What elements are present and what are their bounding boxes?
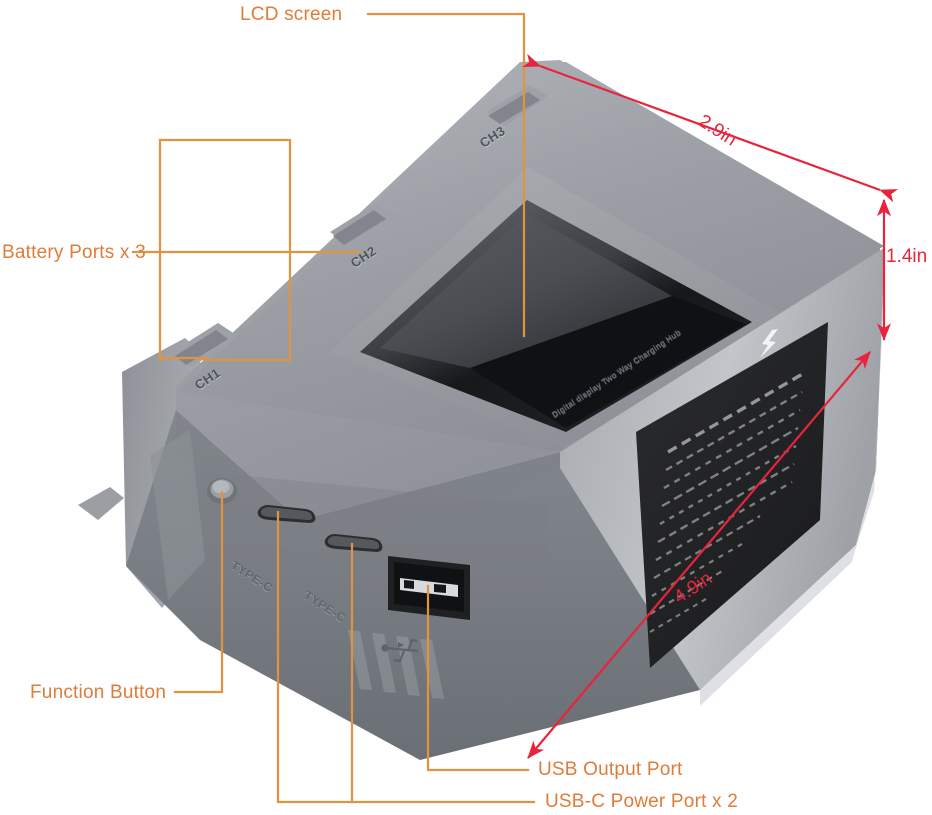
callout-leaders — [131, 12, 536, 804]
ch1-port-slot — [175, 330, 228, 365]
leader-battery-bracket — [158, 138, 292, 362]
lightning-bolt-logo — [760, 329, 778, 358]
screen-reflection — [380, 214, 672, 368]
ch2-port-slot — [333, 210, 386, 245]
dim-arrow-width — [522, 53, 899, 203]
usb-c-port-1[interactable] — [257, 505, 316, 523]
callout-label-lcd-screen: LCD screen — [240, 4, 343, 25]
leader-usb-c-1 — [276, 510, 536, 804]
dim-arrow-length — [527, 350, 871, 759]
front-vents — [348, 630, 444, 699]
callout-label-usb-c-power-port: USB-C Power Port x 2 — [545, 791, 738, 812]
leader-function-button — [173, 490, 224, 694]
usb-trident-icon — [381, 638, 419, 663]
function-button-top — [212, 480, 230, 494]
front-left-bevel — [150, 430, 205, 600]
callout-label-usb-output-port: USB Output Port — [538, 759, 683, 780]
leader-usb-output — [426, 584, 530, 772]
dim-label-height: 1.4in — [886, 246, 928, 267]
usb-c-port-2[interactable] — [324, 534, 383, 552]
callout-label-battery-ports: Battery Ports x 3 — [2, 242, 146, 263]
dimension-arrows — [522, 53, 899, 759]
callout-label-function-button: Function Button — [30, 682, 167, 703]
side-nub — [78, 487, 124, 520]
front-panel-edge — [176, 412, 560, 560]
device-body — [78, 60, 884, 760]
leader-lcd-screen — [366, 12, 526, 338]
